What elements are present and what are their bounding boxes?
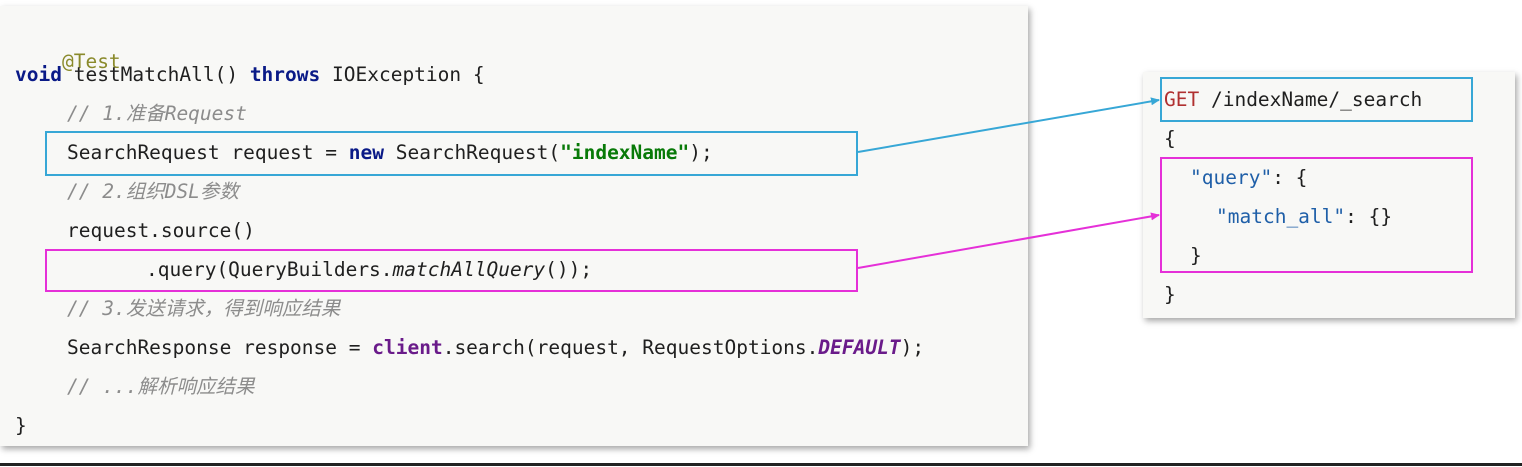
query-json-highlight-box	[1160, 157, 1473, 273]
query-arrow	[857, 212, 1160, 269]
match-all-line: "match_all": {}	[1216, 205, 1393, 228]
json-open-brace: {	[1164, 127, 1176, 150]
client-field: client	[372, 336, 443, 359]
query-key: "query"	[1190, 166, 1273, 189]
match-all-query-method: matchAllQuery	[392, 258, 546, 281]
get-request-highlight-box	[1160, 77, 1473, 122]
closing-brace: }	[15, 414, 27, 437]
search-request-line: SearchRequest request = new SearchReques…	[67, 141, 713, 164]
test-annotation: @Test	[61, 50, 121, 73]
dsl-json-panel: GET /indexName/_search { "query": { "mat…	[1143, 72, 1515, 318]
query-highlight-box	[45, 249, 858, 292]
default-constant: DEFAULT	[818, 336, 901, 359]
query-call-line: .query(QueryBuilders.matchAllQuery());	[146, 258, 593, 281]
match-all-key: "match_all"	[1216, 205, 1346, 228]
annotation-line: @Test	[15, 23, 121, 101]
void-keyword: void	[15, 63, 62, 86]
java-code-panel: @Test void testMatchAll() throws IOExcep…	[0, 6, 1028, 446]
comment-prepare-request: // 1.准备Request	[67, 102, 247, 125]
request-line: GET /indexName/_search	[1164, 87, 1422, 113]
search-response-line: SearchResponse response = client.search(…	[67, 336, 925, 359]
comment-send-request: // 3.发送请求，得到响应结果	[67, 297, 341, 320]
index-name-string: "indexName"	[560, 141, 690, 164]
bottom-divider	[0, 463, 1522, 466]
method-signature: void testMatchAll() throws IOException {	[15, 62, 485, 88]
query-close-brace: }	[1190, 244, 1202, 267]
request-path: /indexName/_search	[1199, 88, 1423, 111]
request-highlight-box	[45, 131, 858, 176]
comment-build-dsl: // 2.组织DSL参数	[67, 180, 239, 203]
source-call-line: request.source()	[67, 219, 255, 242]
new-keyword: new	[348, 141, 384, 164]
method-name: testMatchAll()	[61, 63, 250, 86]
http-method: GET	[1164, 88, 1200, 111]
exception-type: IOException {	[320, 63, 485, 86]
throws-keyword: throws	[249, 63, 321, 86]
json-close-brace: }	[1164, 283, 1176, 306]
query-key-line: "query": {	[1190, 166, 1308, 189]
request-arrow	[857, 97, 1160, 153]
comment-parse-response: // ...解析响应结果	[67, 375, 255, 398]
